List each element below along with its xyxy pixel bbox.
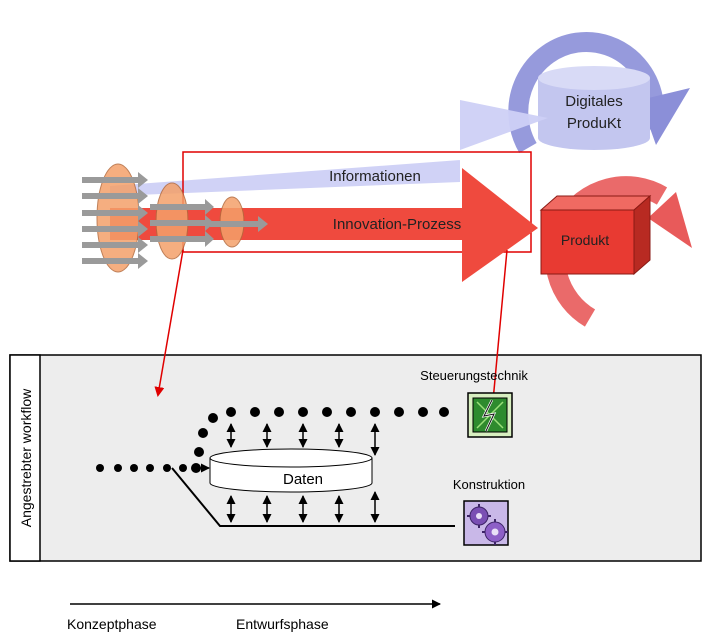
digital-product-drum-top [538,66,650,90]
innovation-prozess-label: Innovation-Prozess [333,216,461,233]
connector-concept [154,249,184,397]
lower-data-exchange-arrows [226,491,380,523]
daten-label: Daten [283,471,323,488]
product-box-front [540,209,635,275]
digital-product-cycle [508,32,690,154]
connector-product [488,249,508,403]
gears-icon [463,500,509,546]
produkt-label: Produkt [561,232,609,248]
daten-cylinder-body [209,457,373,493]
steuerungstechnik-label: Steuerungstechnik [420,368,528,383]
workflow-side-label-box [9,354,41,562]
daten-database [209,448,373,493]
product-box-side [633,194,651,276]
daten-cylinder-top [209,448,373,468]
workflow-lower-line [171,467,455,527]
informationen-label: Informationen [329,168,421,185]
blue-cycle-arrowhead [640,88,690,145]
konstruktion-label: Konstruktion [453,477,525,492]
workflow-dots-upper [194,407,449,457]
red-cycle-arrowhead [648,192,692,248]
innovation-arrow [110,168,538,282]
produkt-digital-label: ProduKt [567,115,622,132]
digitales-label: Digitales [565,93,623,110]
funnel-gray-arrows [82,172,268,269]
upper-data-exchange-arrows [226,423,380,456]
circuit-board-icon [467,392,513,438]
digital-product-drum [538,78,650,150]
konzeptphase-label: Konzeptphase [67,616,157,632]
product-box [539,194,652,276]
informationen-arrow [110,100,548,196]
entwurfsphase-label: Entwurfsphase [236,616,329,632]
blue-cycle-arc [508,32,665,154]
workflow-side-label: Angestrebter workflow [18,388,34,527]
product-box-top [539,195,652,211]
